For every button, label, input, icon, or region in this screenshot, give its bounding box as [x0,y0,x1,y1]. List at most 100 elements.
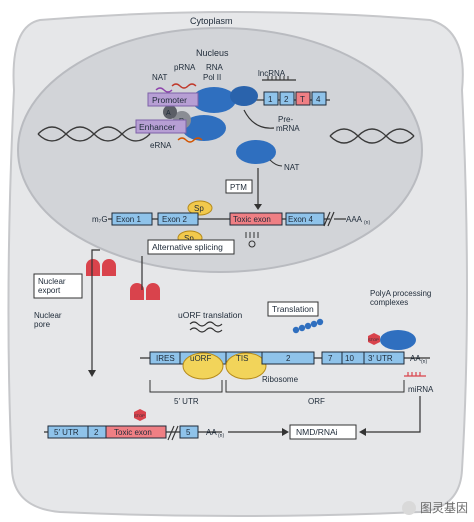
gene-1-label: 1 [268,95,273,104]
pre-mrna-strand [243,109,275,129]
prna-strand [171,83,197,89]
stop2-label: STOP [134,413,145,418]
nat-bottom-strand [269,159,283,167]
uorf-label: uORF [190,354,211,363]
exon-4 [285,212,325,226]
lncrna-label: lncRNA [258,69,286,78]
translation-label: Translation [272,304,314,314]
uorf-peptide [189,321,223,333]
exon2-label: Exon 2 [162,215,187,224]
uorf-translation-label: uORF translation [178,310,243,320]
b-polya-label: AA [206,428,217,437]
utr3-seg [363,351,405,365]
pre-label: Pre- [278,115,293,124]
polya-nuclear-label: AAA [346,215,363,224]
nuclear-pore [130,283,144,300]
nuclear-pore [102,259,116,276]
rna-label: RNA [206,63,224,72]
nat-pol2 [236,140,276,164]
watermark-text: 图灵基因 [419,501,468,515]
dna-strand [329,128,415,144]
stop1-label: STOP [368,337,379,342]
dna-strand [37,126,151,142]
ires-label: IRES [156,354,175,363]
to-nmd-arrowhead [282,428,289,436]
orf-label: ORF [308,397,325,406]
utr5-label: 5′ UTR [174,397,199,406]
promoter-label: Promoter [152,95,187,105]
sp-bottom-label: Sp [184,234,194,243]
export-arrowhead [88,370,96,377]
a-label: A [166,110,171,117]
nat-bottom-label: NAT [284,163,300,172]
pol2-complex [192,87,236,113]
toxic-exon-nuclear [229,212,283,226]
ptm-arrowhead [254,204,262,210]
bottom-break-mark [167,425,179,441]
nucleus [17,27,423,273]
nmd-arrowhead [359,428,366,436]
gene-4-label: 4 [316,95,321,104]
tis-label: TIS [236,354,248,363]
b-utr5-label: 5′ UTR [54,428,79,437]
hairpin-stem [245,232,259,238]
gene-exon-2 [279,91,295,106]
watermark-logo-icon [401,500,416,515]
enhancer-label: Enhancer [139,122,176,132]
gene-t-label: T [300,95,305,104]
ptm-box [225,179,253,194]
stop-sign [368,333,380,345]
hairpin-loop [248,240,256,248]
utr3-label: 3′ UTR [368,354,393,363]
b-toxic-label: Toxic exon [114,428,152,437]
b-seg2-label: 2 [94,428,99,437]
dna-strand [329,128,415,144]
nuclear-pore [146,283,160,300]
prna-label: pRNA [174,63,196,72]
nucleus-label: Nucleus [196,48,229,58]
seg2-label: 2 [286,354,291,363]
nmd-box [289,424,357,440]
b-polya-sub: (n) [218,433,224,439]
r-factor [163,105,177,119]
nuclear-export-box [33,273,83,299]
ribosome-uorf [182,352,224,380]
pol2-label: Pol II [203,73,221,82]
pol2-complex [230,86,258,106]
seg7-label: 7 [328,354,333,363]
break-mark [323,211,335,227]
polya-cyto-label: AA [410,354,421,363]
enhancer-complex [182,115,226,141]
bottom-toxic-exon [105,425,167,439]
b-seg5-label: 5 [186,428,191,437]
gene-2-label: 2 [284,95,289,104]
alt-splicing-label: Alternative splicing [152,242,223,252]
erna-strand [177,137,203,143]
orf-bracket [225,380,405,393]
m7g-label: m₇G [92,215,108,224]
mirna-label: miRNA [408,385,434,394]
polya-cyto-sub: (n) [421,359,427,365]
stop-sign [134,409,146,421]
nat-strand [155,87,173,93]
sp-top-label: Sp [194,204,204,213]
toxic-exon-nuclear-label: Toxic exon [233,215,271,224]
cytoplasm-label: Cytoplasm [190,16,233,26]
gene-exon-toxic [295,91,311,106]
cds-seg-2 [261,351,315,365]
exon-2 [157,212,199,226]
bottom-seg5 [179,425,199,439]
watermark: 图灵基因 [401,499,468,516]
nmd-arrow [364,396,421,433]
nmd-label: NMD/RNAi [296,427,338,437]
mirna-strand [404,372,426,377]
ribosome-label: Ribosome [262,375,299,384]
polya-complex [380,330,416,350]
mrna-label: mRNA [276,124,300,133]
gene-exon-1 [263,91,279,106]
